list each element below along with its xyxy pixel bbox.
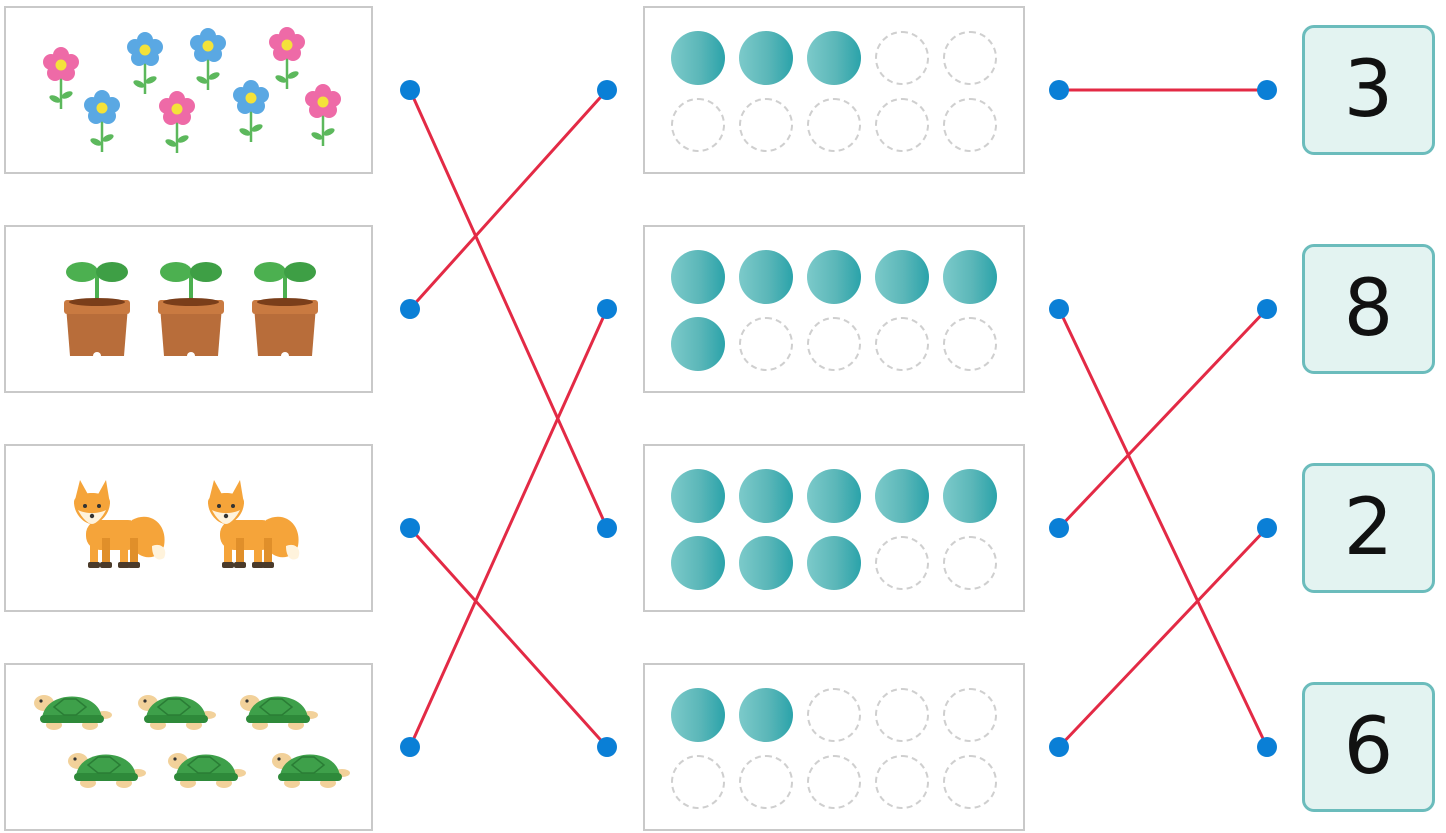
ten-frame-card[interactable]	[643, 6, 1025, 174]
connection-line	[408, 526, 609, 749]
ten-frame-card[interactable]	[643, 444, 1025, 612]
connection-line	[1057, 526, 1269, 749]
counter-empty	[807, 98, 861, 152]
counter-empty	[875, 688, 929, 742]
counter-filled	[807, 250, 861, 304]
counter-empty	[943, 755, 997, 809]
counter-filled	[739, 536, 793, 590]
counter-empty	[739, 755, 793, 809]
ten-frame-card[interactable]	[643, 663, 1025, 831]
connector-dot[interactable]	[597, 299, 617, 319]
counter-empty	[807, 755, 861, 809]
connector-dot[interactable]	[1257, 299, 1277, 319]
counter-empty	[943, 688, 997, 742]
connector-dot[interactable]	[400, 518, 420, 538]
connector-dot[interactable]	[400, 737, 420, 757]
counter-empty	[943, 98, 997, 152]
counter-empty	[943, 536, 997, 590]
counter-filled	[671, 250, 725, 304]
connector-dot[interactable]	[597, 737, 617, 757]
picture-card-turtles[interactable]	[4, 663, 373, 831]
counter-empty	[943, 31, 997, 85]
counter-filled	[671, 31, 725, 85]
counter-filled	[671, 317, 725, 371]
counter-empty	[807, 688, 861, 742]
number-box[interactable]: 6	[1302, 682, 1435, 812]
picture-card-flowers[interactable]	[4, 6, 373, 174]
counter-filled	[807, 31, 861, 85]
counter-filled	[943, 469, 997, 523]
counter-filled	[739, 469, 793, 523]
counter-empty	[807, 317, 861, 371]
connector-dot[interactable]	[1257, 518, 1277, 538]
counter-filled	[739, 688, 793, 742]
counter-filled	[671, 469, 725, 523]
counter-empty	[875, 536, 929, 590]
connector-dot[interactable]	[1257, 737, 1277, 757]
picture-card-pots[interactable]	[4, 225, 373, 393]
counter-filled	[671, 536, 725, 590]
counter-filled	[875, 250, 929, 304]
connector-dot[interactable]	[1257, 80, 1277, 100]
connector-dot[interactable]	[597, 80, 617, 100]
connector-dot[interactable]	[400, 80, 420, 100]
picture-card-foxes[interactable]	[4, 444, 373, 612]
connector-dot[interactable]	[1049, 737, 1069, 757]
counter-empty	[671, 98, 725, 152]
connector-dot[interactable]	[1049, 299, 1069, 319]
number-box[interactable]: 2	[1302, 463, 1435, 593]
number-box[interactable]: 8	[1302, 244, 1435, 374]
connection-line	[1057, 307, 1269, 530]
counter-empty	[739, 98, 793, 152]
counter-empty	[875, 317, 929, 371]
counter-filled	[807, 536, 861, 590]
number-box[interactable]: 3	[1302, 25, 1435, 155]
counter-empty	[875, 98, 929, 152]
counter-empty	[671, 755, 725, 809]
counter-filled	[807, 469, 861, 523]
connector-dot[interactable]	[400, 299, 420, 319]
counter-filled	[875, 469, 929, 523]
connection-line	[408, 308, 609, 748]
connector-dot[interactable]	[597, 518, 617, 538]
counter-filled	[671, 688, 725, 742]
counter-filled	[739, 31, 793, 85]
counter-empty	[875, 31, 929, 85]
counter-empty	[875, 755, 929, 809]
counter-filled	[739, 250, 793, 304]
connection-line	[1057, 308, 1269, 748]
connection-line	[408, 88, 609, 311]
connector-dot[interactable]	[1049, 80, 1069, 100]
counter-empty	[739, 317, 793, 371]
counter-empty	[943, 317, 997, 371]
connection-line	[408, 89, 609, 529]
ten-frame-card[interactable]	[643, 225, 1025, 393]
counter-filled	[943, 250, 997, 304]
connector-dot[interactable]	[1049, 518, 1069, 538]
